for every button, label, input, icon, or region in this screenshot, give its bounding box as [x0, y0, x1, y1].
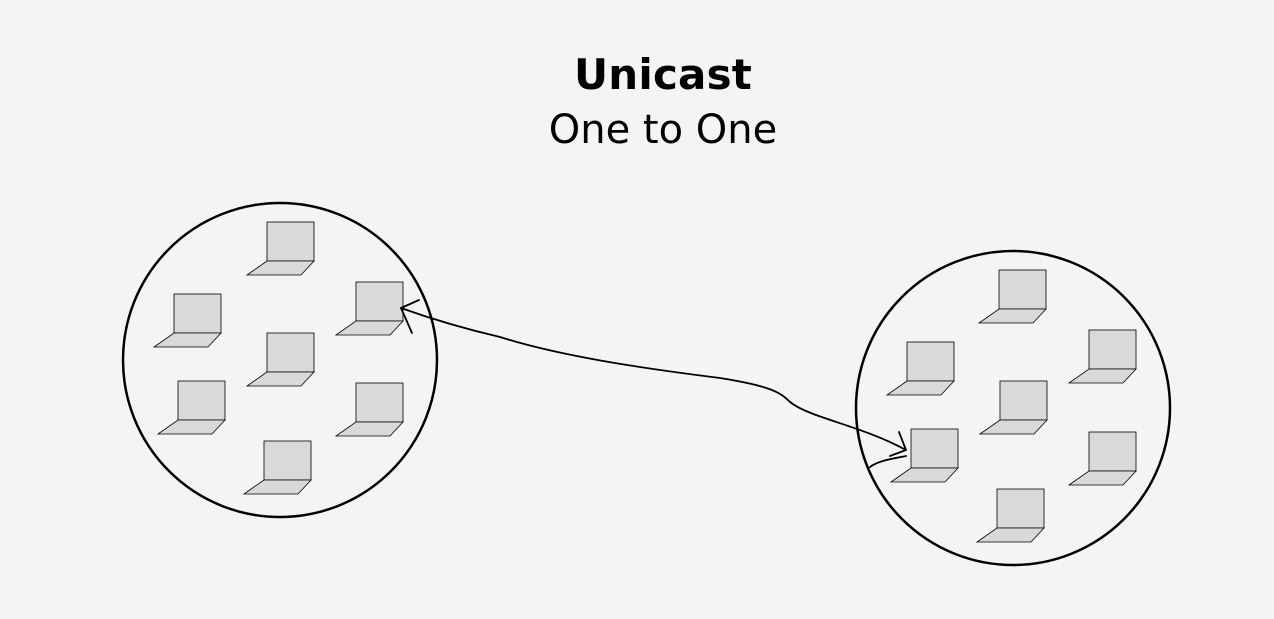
laptop-icon: [1068, 329, 1137, 384]
arrowhead-right-icon: [889, 431, 907, 457]
right-network-laptops: [886, 269, 1137, 543]
laptop-icon: [246, 332, 315, 387]
connection-tail-stroke: [869, 455, 907, 468]
laptop-icon: [978, 269, 1047, 324]
right-network-circle: [854, 249, 1172, 567]
laptop-icon: [886, 341, 955, 396]
diagram-title: Unicast: [573, 50, 753, 99]
unicast-connection-line: [400, 307, 907, 451]
laptop-icon: [153, 293, 222, 348]
laptop-icon: [1068, 431, 1137, 486]
laptop-icon: [335, 382, 404, 437]
laptop-icon: [243, 440, 312, 495]
arrowhead-left-icon: [400, 299, 420, 334]
laptop-icon: [157, 380, 226, 435]
laptop-icon: [976, 488, 1045, 543]
title-block: Unicast One to One: [0, 48, 1274, 158]
laptop-icon: [335, 281, 404, 336]
diagram-subtitle: One to One: [548, 107, 778, 153]
left-network-circle: [121, 201, 439, 519]
laptop-icon: [246, 221, 315, 276]
laptop-icon: [979, 380, 1048, 435]
left-network-laptops: [153, 221, 404, 495]
